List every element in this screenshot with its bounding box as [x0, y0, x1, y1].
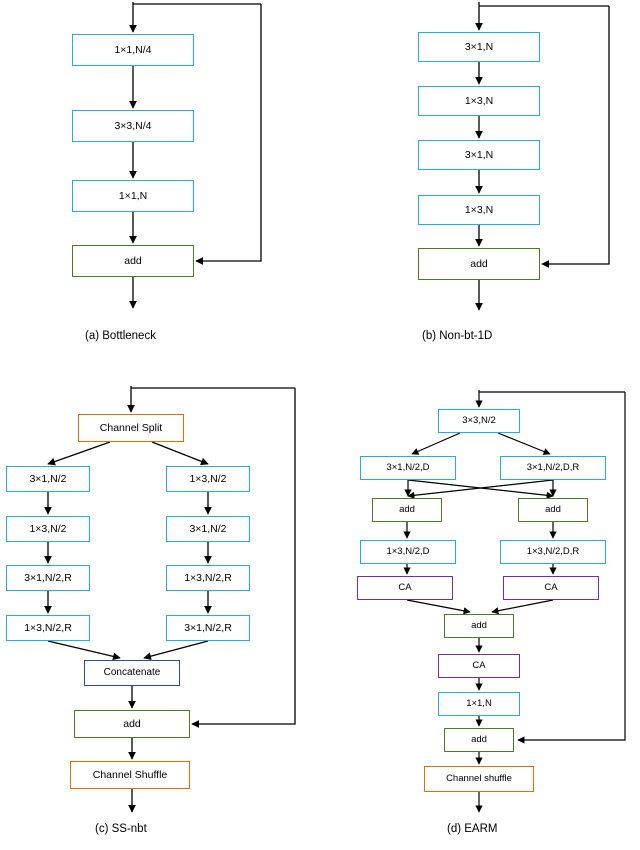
panel-d-add-final[interactable]: add [444, 728, 514, 752]
panel-c-left-conv-1x3[interactable]: 1×3,N/2 [6, 516, 90, 542]
panel-d-right-add-1[interactable]: add [518, 498, 588, 522]
panel-b-conv-3x1-n-1[interactable]: 3×1,N [418, 32, 540, 62]
panel-d-merge-add[interactable]: add [444, 614, 514, 638]
panel-c-channel-shuffle[interactable]: Channel Shuffle [70, 761, 190, 789]
panel-a-conv-1x1-n[interactable]: 1×1,N [72, 180, 194, 212]
panel-d-right-conv-1x3-d-r[interactable]: 1×3,N/2,D,R [500, 540, 606, 564]
panel-d-left-conv-3x1-d[interactable]: 3×1,N/2,D [360, 456, 456, 480]
panel-d-right-ca[interactable]: CA [503, 576, 599, 600]
panel-b-conv-3x1-n-2[interactable]: 3×1,N [418, 140, 540, 170]
panel-c-right-conv-3x1[interactable]: 3×1,N/2 [166, 516, 250, 542]
panel-a-add[interactable]: add [72, 245, 194, 277]
panel-d-ca-main[interactable]: CA [438, 654, 520, 678]
panel-a-conv-3x3-n4[interactable]: 3×3,N/4 [72, 110, 194, 142]
panel-c-left-conv-3x1[interactable]: 3×1,N/2 [6, 466, 90, 492]
panel-c-right-conv-1x3[interactable]: 1×3,N/2 [166, 466, 250, 492]
panel-c-left-conv-1x3-r[interactable]: 1×3,N/2,R [6, 615, 90, 641]
panel-d-left-conv-1x3-d[interactable]: 1×3,N/2,D [360, 540, 456, 564]
panel-b-caption: (b) Non-bt-1D [422, 330, 493, 342]
panel-c-right-conv-1x3-r[interactable]: 1×3,N/2,R [166, 565, 250, 591]
panel-c-caption: (c) SS-nbt [95, 823, 147, 835]
panel-a-caption: (a) Bottleneck [85, 330, 156, 342]
panel-c-concatenate[interactable]: Concatenate [84, 660, 180, 686]
panel-d-conv-1x1-n[interactable]: 1×1,N [438, 692, 520, 716]
panel-d-caption: (d) EARM [447, 823, 498, 835]
panel-c-right-conv-3x1-r[interactable]: 3×1,N/2,R [166, 615, 250, 641]
panel-d-conv-3x3-n2[interactable]: 3×3,N/2 [438, 409, 520, 433]
panel-c-add[interactable]: add [74, 710, 190, 738]
panel-d-channel-shuffle[interactable]: Channel shuffle [424, 766, 534, 792]
panel-a-conv-1x1-n4[interactable]: 1×1,N/4 [72, 34, 194, 66]
panel-c-left-conv-3x1-r[interactable]: 3×1,N/2,R [6, 565, 90, 591]
panel-c-channel-split[interactable]: Channel Split [78, 414, 184, 442]
panel-d-left-add-1[interactable]: add [372, 498, 442, 522]
panel-b-conv-1x3-n-1[interactable]: 1×3,N [418, 86, 540, 116]
panel-d-right-conv-3x1-d-r[interactable]: 3×1,N/2,D,R [500, 456, 606, 480]
panel-b-add[interactable]: add [418, 248, 540, 280]
panel-d-left-ca[interactable]: CA [357, 576, 453, 600]
panel-b-conv-1x3-n-2[interactable]: 1×3,N [418, 195, 540, 225]
